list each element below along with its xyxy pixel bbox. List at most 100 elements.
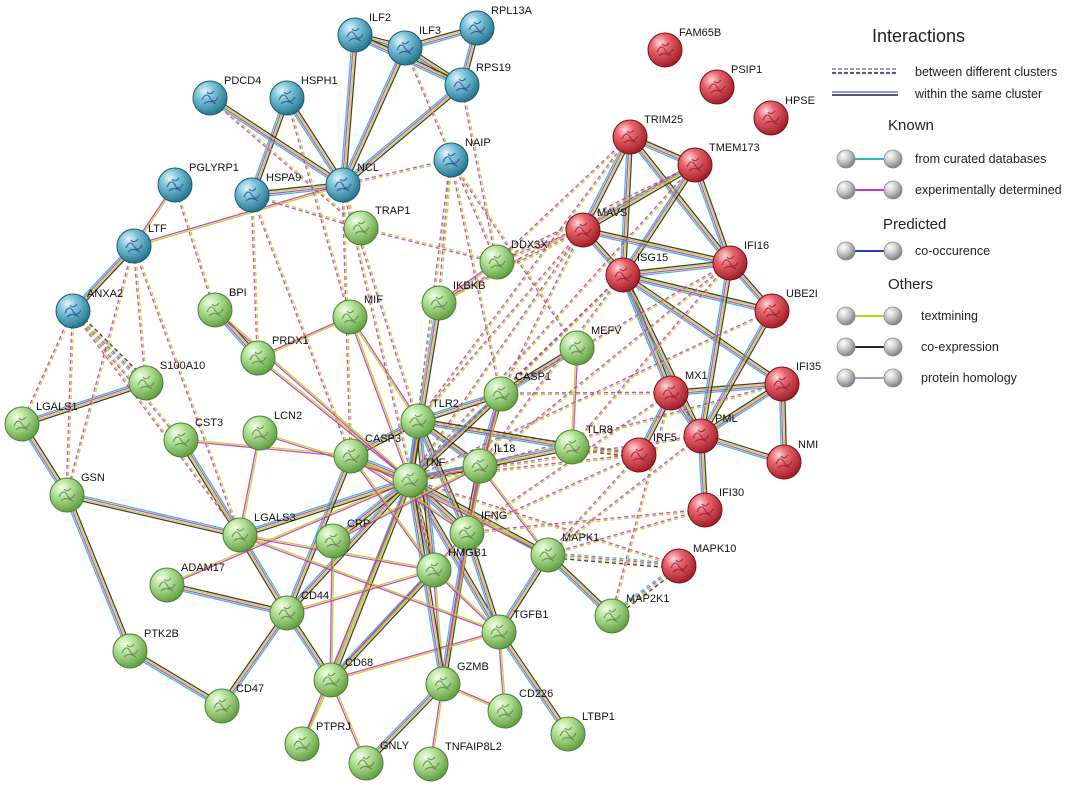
node-tlr2[interactable]: TLR2 [400,398,459,439]
node-mefv[interactable]: MEFV [559,325,622,366]
node-adam17[interactable]: ADAM17 [149,562,225,603]
edge-line [500,630,571,733]
node-prdx1[interactable]: PRDX1 [240,335,309,376]
node-ltf[interactable]: LTF [116,223,167,264]
edge-line [479,261,730,466]
node-casp1[interactable]: CASP1 [483,371,551,412]
edge-line [466,508,705,533]
protein-structure-icon [137,375,155,390]
node-fam65b[interactable]: FAM65B [647,27,721,68]
edge-irf5-mapk1 [546,453,641,557]
node-ifi35[interactable]: IFI35 [764,361,821,402]
edge-line [670,382,782,393]
node-tlr8[interactable]: TLR8 [554,424,613,465]
node-ilf2[interactable]: ILF2 [337,12,391,53]
node-ilf3[interactable]: ILF3 [387,25,441,66]
edge-rps19-ddx3x [460,84,499,263]
node-label: LGALS1 [36,401,78,413]
node-tmem173[interactable]: TMEM173 [677,142,760,183]
node-tgfb1[interactable]: TGFB1 [481,609,548,650]
node-tnfaip8l2[interactable]: TNFAIP8L2 [413,741,502,782]
node-lcn2[interactable]: LCN2 [242,410,302,451]
node-ptprj[interactable]: PTPRJ [284,721,351,762]
node-label: MAVS [597,207,627,219]
edge-line [222,613,289,707]
node-pglyrp1[interactable]: PGLYRP1 [157,162,239,203]
node-mx1[interactable]: MX1 [653,370,708,411]
node-hpse[interactable]: HPSE [753,95,815,136]
edge-line [467,455,640,535]
node-cd226[interactable]: CD226 [487,688,553,729]
edge-line [364,682,443,763]
node-crp[interactable]: CRP [315,518,370,559]
node-hspa9[interactable]: HSPA9 [234,172,301,213]
edge-line [702,311,775,438]
edge-line [348,317,418,422]
edge-rps19-ncl [340,82,465,188]
node-ikbkb[interactable]: IKBKB [421,280,485,321]
edge-line [210,96,344,185]
node-rpl13a[interactable]: RPL13A [459,5,533,46]
node-rps19[interactable]: RPS19 [444,62,511,103]
protein-structure-icon [490,624,508,639]
node-cd44[interactable]: CD44 [269,590,329,631]
node-trim25[interactable]: TRIM25 [612,114,683,155]
node-map2k1[interactable]: MAP2K1 [594,593,669,634]
node-il18[interactable]: IL18 [462,443,515,484]
edge-line [250,195,258,359]
node-ddx3x[interactable]: DDX3X [479,239,548,280]
edge-line [66,496,240,539]
node-lgals3[interactable]: LGALS3 [222,512,296,553]
node-tnf[interactable]: TNF [392,457,446,498]
node-cd68[interactable]: CD68 [313,657,373,698]
node-mapk10[interactable]: MAPK10 [661,543,736,584]
node-psip1[interactable]: PSIP1 [699,64,762,105]
node-irf5[interactable]: IRF5 [621,432,677,473]
edge-line [621,164,695,275]
edge-pglyrp1-bpi [173,184,217,311]
node-pdcd4[interactable]: PDCD4 [192,75,261,116]
node-gsn[interactable]: GSN [49,472,105,513]
edge-mapk10-tnf [409,478,680,568]
node-cd47[interactable]: CD47 [204,683,264,724]
edge-line [223,614,290,708]
edge-line [67,494,132,651]
node-cst3[interactable]: CST3 [163,417,223,458]
node-anxa2[interactable]: ANXA2 [55,288,123,329]
node-isg15[interactable]: ISG15 [605,252,668,293]
edge-ifi35-il18 [479,382,783,468]
node-lgals1[interactable]: LGALS1 [4,401,78,442]
node-hsph1[interactable]: HSPH1 [269,75,338,116]
node-ifi16[interactable]: IFI16 [712,240,769,281]
node-ncl[interactable]: NCL [325,162,379,203]
node-mavs[interactable]: MAVS [565,207,627,248]
node-label: LTF [148,223,167,235]
node-pml[interactable]: PML [683,413,738,454]
node-mapk1[interactable]: MAPK1 [530,532,599,573]
protein-structure-icon [158,577,176,592]
node-ube2i[interactable]: UBE2I [754,288,818,329]
edge-line [284,454,350,613]
edge-ifi30-mapk1 [547,508,706,557]
edge-ptk2b-cd47 [128,648,224,709]
node-ifng[interactable]: IFNG [449,510,507,551]
edge-line [211,95,345,184]
node-trap1[interactable]: TRAP1 [343,205,410,246]
node-ifi30[interactable]: IFI30 [687,487,744,528]
node-bpi[interactable]: BPI [197,287,247,328]
node-nmi[interactable]: NMI [766,439,818,480]
node-casp3[interactable]: CASP3 [333,433,401,474]
node-naip[interactable]: NAIP [433,137,491,178]
edge-line [548,510,706,557]
node-hmgb1[interactable]: HMGB1 [416,547,487,588]
node-ltbp1[interactable]: LTBP1 [550,711,615,752]
node-s100a10[interactable]: S100A10 [128,360,205,401]
protein-structure-icon [409,413,427,428]
node-gzmb[interactable]: GZMB [425,661,489,702]
edge-line [349,456,434,571]
node-gnly[interactable]: GNLY [348,740,410,781]
edge-mx1-map2k1 [610,392,673,617]
node-ptk2b[interactable]: PTK2B [112,628,179,669]
node-mif[interactable]: MIF [332,294,383,335]
legend-homology-row: protein homology [836,368,1018,388]
